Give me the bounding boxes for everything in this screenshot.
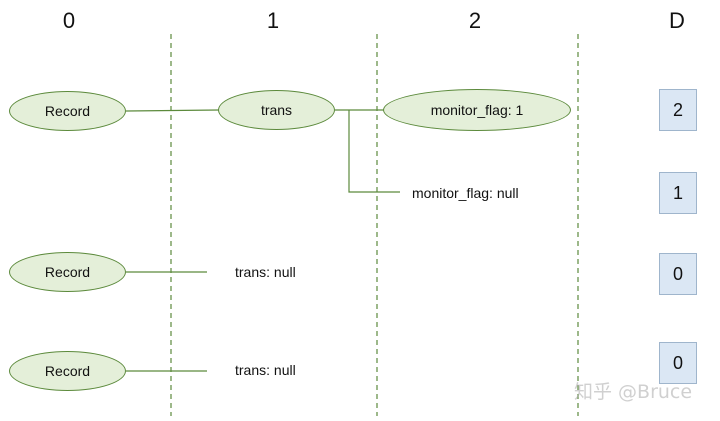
monitor-flag-null-label: monitor_flag: null [412, 185, 519, 201]
trans-null-label: trans: null [235, 264, 296, 280]
monitor-flag-node-label: monitor_flag: 1 [430, 102, 524, 118]
column-header-2: 2 [468, 8, 482, 33]
trans-node: trans [218, 90, 335, 130]
record-node-label: Record [44, 363, 91, 379]
record-node: Record [9, 91, 126, 131]
edge-record-trans [125, 109, 220, 112]
edge-trans-monitor-flag-null [348, 110, 400, 193]
record-node-label: Record [44, 103, 91, 119]
d-value-box: 1 [659, 172, 697, 214]
column-header-d: D [669, 8, 685, 33]
trans-node-label: trans [260, 102, 293, 118]
monitor-flag-node: monitor_flag: 1 [383, 89, 571, 131]
d-value-box: 0 [659, 342, 697, 384]
watermark: 知乎 @Bruce [574, 381, 693, 403]
trans-null-label: trans: null [235, 362, 296, 378]
column-header-0: 0 [62, 8, 76, 33]
d-value-box: 2 [659, 89, 697, 131]
record-node: Record [9, 252, 126, 292]
record-node-label: Record [44, 264, 91, 280]
column-header-1: 1 [266, 8, 280, 33]
d-value-box: 0 [659, 253, 697, 295]
record-node: Record [9, 351, 126, 391]
